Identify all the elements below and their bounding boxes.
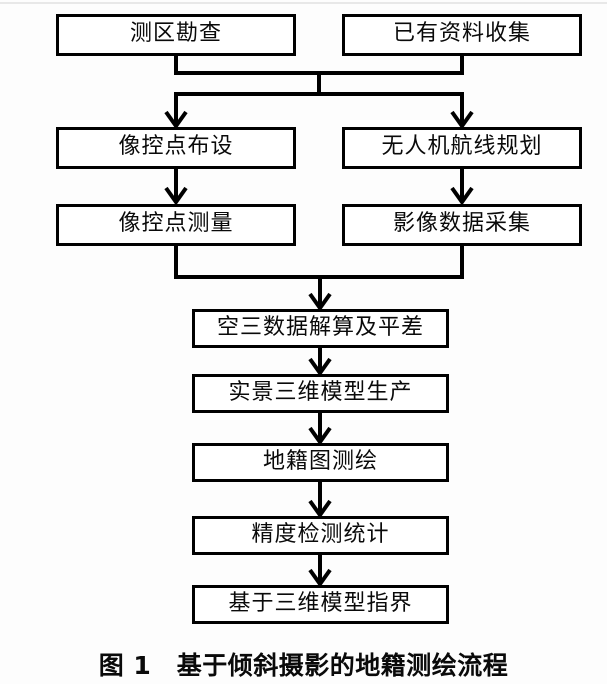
flow-node-existing-data-collection[interactable]: 已有资料收集	[342, 14, 582, 56]
flow-node-label: 空三数据解算及平差	[216, 314, 424, 340]
flow-node-cadastral-mapping[interactable]: 地籍图测绘	[192, 443, 449, 482]
edge-n9-to-n10	[308, 481, 332, 519]
edge-n10-to-n11	[308, 554, 332, 588]
edge-n3-to-n5	[164, 168, 188, 206]
arrowhead-into-n3	[164, 110, 188, 130]
flow-node-label: 影像数据采集	[392, 211, 531, 236]
figure-caption-text: 图 1 基于倾斜摄影的地籍测绘流程	[98, 651, 509, 680]
flow-node-uav-route-planning[interactable]: 无人机航线规划	[342, 127, 582, 169]
flow-node-label: 实景三维模型生产	[228, 379, 413, 405]
flow-node-label: 基于三维模型指界	[228, 590, 413, 616]
edge-n8-to-n9	[308, 412, 332, 446]
flow-node-label: 像控点测量	[118, 211, 234, 236]
flow-node-label: 精度检测统计	[251, 521, 390, 547]
figure-caption: 图 1 基于倾斜摄影的地籍测绘流程	[0, 646, 607, 682]
flow-node-cexiang-kancha[interactable]: 测区勘查	[56, 14, 296, 56]
flow-node-image-data-acquisition[interactable]: 影像数据采集	[342, 204, 582, 246]
flow-node-boundary-identification[interactable]: 基于三维模型指界	[192, 585, 449, 624]
flow-node-label: 测区勘查	[129, 21, 222, 46]
edge-n4-to-n6	[450, 168, 474, 206]
flow-node-3d-model-production[interactable]: 实景三维模型生产	[192, 374, 449, 413]
flow-node-label: 已有资料收集	[392, 21, 531, 46]
flow-node-label: 像控点布设	[118, 134, 234, 159]
edge-row3-merge-to-n7	[174, 245, 464, 312]
flow-node-label: 地籍图测绘	[262, 448, 378, 474]
flow-node-label: 无人机航线规划	[381, 134, 543, 159]
scan-artifact-line	[0, 2, 607, 4]
edge-n7-to-n8	[308, 348, 332, 377]
flow-node-accuracy-statistics[interactable]: 精度检测统计	[192, 516, 449, 555]
flow-node-gcp-measurement[interactable]: 像控点测量	[56, 204, 296, 246]
flow-node-gcp-layout[interactable]: 像控点布设	[56, 127, 296, 169]
flow-node-aerotriangulation-adjustment[interactable]: 空三数据解算及平差	[192, 309, 449, 348]
edge-row1-to-row2-bus	[174, 55, 464, 124]
arrowhead-into-n4	[450, 110, 474, 130]
